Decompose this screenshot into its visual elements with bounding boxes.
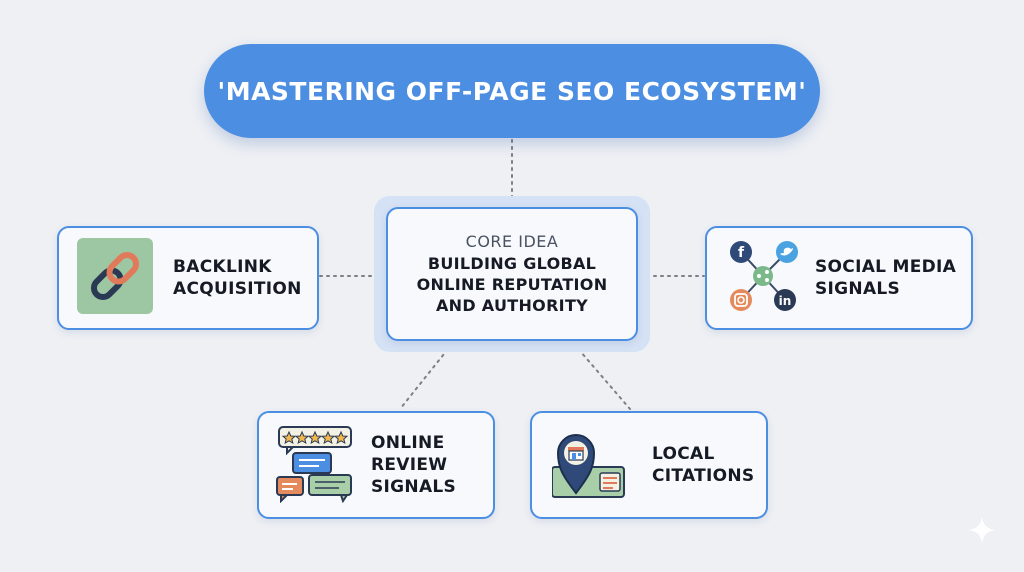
backlink-label-line-1: BACKLINK (173, 257, 272, 277)
backlink-acquisition-node: BACKLINK ACQUISITION (57, 226, 319, 330)
core-idea-line-1: BUILDING GLOBAL (427, 254, 597, 273)
linkedin-icon (774, 289, 796, 311)
instagram-icon (730, 289, 752, 311)
core-idea-tag: CORE IDEA (465, 232, 559, 251)
local-citations-node: LOCAL CITATIONS (530, 411, 768, 519)
connector-core-review (399, 343, 453, 410)
map-pin-store-icon (551, 423, 628, 507)
online-review-signals-node: ONLINE REVIEW SIGNALS (257, 411, 495, 519)
review-bubbles-icon (275, 423, 355, 507)
diagram-title: 'MASTERING OFF-PAGE SEO ECOSYSTEM' (204, 44, 820, 138)
social-media-signals-node: f in SOCIAL MEDIA SIGNALS (705, 226, 973, 330)
facebook-icon (730, 241, 752, 263)
backlink-label-line-2: ACQUISITION (173, 279, 302, 299)
review-label-line-3: SIGNALS (371, 477, 457, 497)
social-label-line-2: SIGNALS (815, 279, 901, 299)
linkedin-icon-letters: in (779, 294, 792, 308)
facebook-icon-letter: f (738, 245, 745, 261)
sparkle-icon (966, 514, 998, 550)
core-idea-line-3: AND AUTHORITY (435, 296, 589, 315)
review-label-line-1: ONLINE (371, 433, 445, 453)
core-idea-node: CORE IDEA BUILDING GLOBAL ONLINE REPUTAT… (386, 207, 638, 341)
social-network-icon: f in (725, 238, 801, 318)
core-idea-line-2: ONLINE REPUTATION (416, 275, 608, 294)
diagram-title-text: 'MASTERING OFF-PAGE SEO ECOSYSTEM' (217, 76, 807, 106)
social-label-line-1: SOCIAL MEDIA (815, 257, 957, 277)
chain-link-icon (77, 238, 153, 318)
citation-label-line-2: CITATIONS (652, 466, 755, 486)
citation-label-line-1: LOCAL (652, 444, 715, 464)
connector-core-citation (573, 343, 631, 410)
review-label-line-2: REVIEW (371, 455, 448, 475)
